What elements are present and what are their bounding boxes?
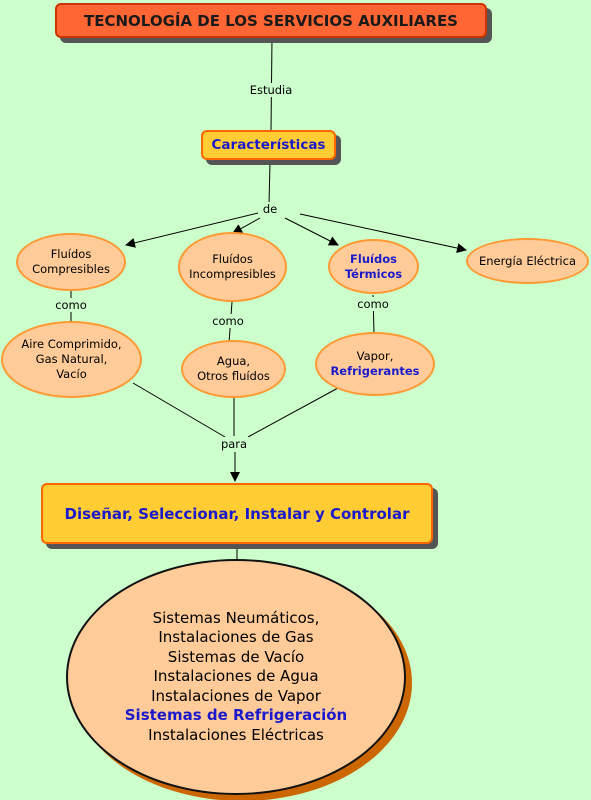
ejemplo-incompresibles-1: Agua, xyxy=(216,354,251,368)
actions-text: Diseñar, Seleccionar, Instalar y Control… xyxy=(64,504,410,523)
node-fluidos-incompresibles: Fluídos Incompresibles xyxy=(178,232,287,302)
node-electrica-text: Energía Eléctrica xyxy=(478,253,576,268)
ejemplo-compresibles-3: Vacío xyxy=(56,367,87,381)
systems-list: Sistemas Neumáticos, Instalaciones de Ga… xyxy=(125,609,348,746)
system-item-highlighted: Sistemas de Refrigeración xyxy=(124,706,348,725)
arrow-de-electrica xyxy=(299,213,467,253)
link-para: para xyxy=(217,437,251,451)
arrow-de-compresibles xyxy=(125,212,259,248)
system-item: Sistemas de Vacío xyxy=(167,647,305,666)
system-item: Instalaciones de Gas xyxy=(158,628,314,647)
link-estudia: Estudia xyxy=(246,83,296,97)
node-termicos-line2: Térmicos xyxy=(344,266,403,281)
node-ejemplos-compresibles: Aire Comprimido, Gas Natural, Vacío xyxy=(1,321,142,398)
node-incompresibles-line2: Incompresibles xyxy=(189,267,276,281)
link-de: de xyxy=(259,202,281,216)
node-ejemplos-incompresibles: Agua, Otros fluídos xyxy=(181,340,286,398)
link-como-compresibles: como xyxy=(52,298,90,312)
line-compresibles-para xyxy=(132,382,226,438)
link-como-incompresibles: como xyxy=(209,314,247,328)
ejemplo-compresibles-1: Aire Comprimido, xyxy=(21,337,122,351)
ejemplo-incompresibles-2: Otros fluídos xyxy=(197,369,270,383)
link-como-termicos: como xyxy=(354,297,392,311)
systems-ellipse: Sistemas Neumáticos, Instalaciones de Ga… xyxy=(66,559,406,795)
system-item: Sistemas Neumáticos, xyxy=(152,608,320,627)
ejemplo-termicos-2: Refrigerantes xyxy=(330,364,420,378)
node-fluidos-termicos: Fluídos Térmicos xyxy=(328,239,419,294)
node-compresibles-line1: Fluídos xyxy=(50,247,92,261)
node-fluidos-compresibles: Fluídos Compresibles xyxy=(16,233,126,291)
ejemplo-termicos-1: Vapor, xyxy=(356,349,394,363)
node-ejemplos-termicos: Vapor, Refrigerantes xyxy=(315,332,435,396)
node-energia-electrica: Energía Eléctrica xyxy=(466,238,589,284)
line-caract-de xyxy=(268,161,271,205)
node-compresibles-line2: Compresibles xyxy=(32,262,110,276)
ejemplo-compresibles-2: Gas Natural, xyxy=(35,352,108,366)
system-item: Instalaciones Eléctricas xyxy=(148,725,324,744)
actions-box: Diseñar, Seleccionar, Instalar y Control… xyxy=(41,483,433,544)
caracteristicas-text: Características xyxy=(211,137,326,153)
line-termicos-para xyxy=(247,387,339,438)
arrow-de-incompresibles xyxy=(232,217,261,234)
node-incompresibles-line1: Fluídos xyxy=(212,252,253,266)
caracteristicas-box: Características xyxy=(201,130,336,160)
node-termicos-line1: Fluídos xyxy=(350,251,397,266)
system-item: Instalaciones de Vapor xyxy=(151,686,321,705)
title-box: TECNOLOGÍA DE LOS SERVICIOS AUXILIARES xyxy=(55,3,487,38)
arrow-de-termicos xyxy=(284,217,339,246)
title-text: TECNOLOGÍA DE LOS SERVICIOS AUXILIARES xyxy=(84,11,458,30)
system-item: Instalaciones de Agua xyxy=(153,667,319,686)
